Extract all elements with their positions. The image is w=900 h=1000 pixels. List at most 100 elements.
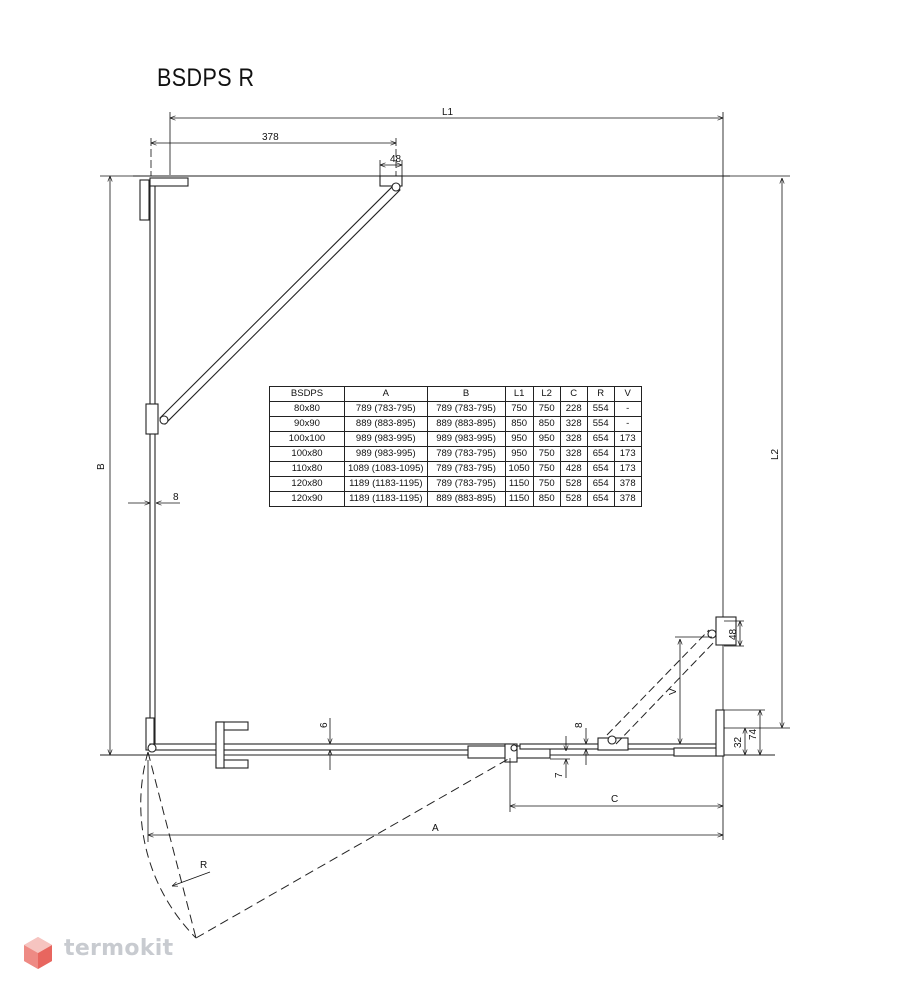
table-cell: 654 <box>586 446 615 462</box>
dim-R-label: R <box>200 860 207 871</box>
dim-6-label: 6 <box>319 722 330 728</box>
table-cell: 654 <box>586 461 615 477</box>
dim-C <box>509 758 723 812</box>
door-swing <box>140 751 511 939</box>
table-cell: 1150 <box>504 476 534 492</box>
dim-32-label: 32 <box>733 736 744 748</box>
dim-32-74 <box>724 709 765 755</box>
table-cell: 750 <box>532 461 561 477</box>
dim-R <box>172 871 211 886</box>
table-cell: 789 (783-795) <box>426 446 506 462</box>
table-cell: 850 <box>532 416 561 432</box>
table-cell: 1050 <box>504 461 534 477</box>
stabilizer-bar-top <box>159 175 403 425</box>
cube-logo-icon <box>24 937 52 969</box>
dim-378-label: 378 <box>262 132 279 143</box>
table-cell: 889 (883-895) <box>426 416 506 432</box>
dim-L2 <box>723 175 790 729</box>
table-cell: 173 <box>613 461 642 477</box>
table-cell: 989 (983-995) <box>344 431 428 447</box>
table-cell: 1089 (1083-1095) <box>344 461 428 477</box>
table-cell: 378 <box>613 491 642 507</box>
table-cell: 120x80 <box>269 476 345 492</box>
dim-378 <box>150 138 397 176</box>
dim-A <box>147 760 723 842</box>
table-cell: 173 <box>613 431 642 447</box>
table-cell: 654 <box>586 476 615 492</box>
table-cell: 528 <box>559 476 588 492</box>
table-cell: 750 <box>532 476 561 492</box>
table-cell: 950 <box>532 431 561 447</box>
dim-7 <box>550 736 570 778</box>
table-cell: 1189 (1183-1195) <box>344 476 428 492</box>
table-cell: 328 <box>559 431 588 447</box>
dim-A-label: A <box>432 823 439 834</box>
dim-V-label: V <box>668 688 679 695</box>
dim-48-top <box>379 160 403 176</box>
table-cell: 850 <box>504 416 534 432</box>
table-cell: - <box>613 401 642 417</box>
dim-48-top-label: 48 <box>390 154 402 165</box>
table-header-cell: BSDPS <box>269 386 345 402</box>
table-cell: 789 (783-795) <box>426 401 506 417</box>
table-header-cell: A <box>344 386 428 402</box>
stabilizer-bar-right-dashed <box>606 629 717 745</box>
product-title: BSDPS R <box>157 64 255 92</box>
dim-L2-label: L2 <box>770 448 781 460</box>
dim-8-left-label: 8 <box>173 492 179 503</box>
brand-logo: termokit <box>24 936 173 961</box>
left-fixed-panel <box>139 177 189 751</box>
table-cell: 528 <box>559 491 588 507</box>
table-cell: 120x90 <box>269 491 345 507</box>
dim-L1 <box>169 112 723 175</box>
table-cell: 989 (983-995) <box>426 431 506 447</box>
table-cell: 1189 (1183-1195) <box>344 491 428 507</box>
table-cell: 950 <box>504 431 534 447</box>
table-cell: 850 <box>532 491 561 507</box>
table-cell: 950 <box>504 446 534 462</box>
table-cell: 378 <box>613 476 642 492</box>
dim-8-mid-label: 8 <box>574 722 585 728</box>
table-cell: 750 <box>532 446 561 462</box>
table-header-cell: L2 <box>532 386 561 402</box>
dim-48-right <box>724 620 744 647</box>
table-cell: 110x80 <box>269 461 345 477</box>
dim-L1-label: L1 <box>442 107 454 118</box>
table-cell: 989 (983-995) <box>344 446 428 462</box>
table-header-cell: C <box>559 386 588 402</box>
table-cell: 654 <box>586 491 615 507</box>
table-cell: 173 <box>613 446 642 462</box>
table-cell: 789 (783-795) <box>426 476 506 492</box>
table-cell: 328 <box>559 416 588 432</box>
size-specification-table: BSDPS A B L1 L2 C R V 80x80 789 (783-795)… <box>269 386 642 507</box>
table-cell: - <box>613 416 642 432</box>
table-cell: 789 (783-795) <box>426 461 506 477</box>
bottom-panels <box>147 616 737 769</box>
table-header-row: BSDPS A B L1 L2 C R V <box>269 386 642 402</box>
table-cell: 428 <box>559 461 588 477</box>
table-cell: 80x80 <box>269 401 345 417</box>
table-cell: 750 <box>504 401 534 417</box>
dim-48-right-label: 48 <box>728 628 739 640</box>
brand-logo-text: termokit <box>64 936 174 961</box>
table-cell: 889 (883-895) <box>426 491 506 507</box>
table-cell: 100x80 <box>269 446 345 462</box>
table-cell: 228 <box>559 401 588 417</box>
table-cell: 1150 <box>504 491 534 507</box>
dim-74-label: 74 <box>748 728 759 740</box>
table-cell: 90x90 <box>269 416 345 432</box>
table-header-cell: V <box>613 386 642 402</box>
dim-V <box>675 636 712 744</box>
table-cell: 554 <box>586 401 615 417</box>
table-cell: 328 <box>559 446 588 462</box>
table-cell: 554 <box>586 416 615 432</box>
table-header-cell: L1 <box>504 386 534 402</box>
